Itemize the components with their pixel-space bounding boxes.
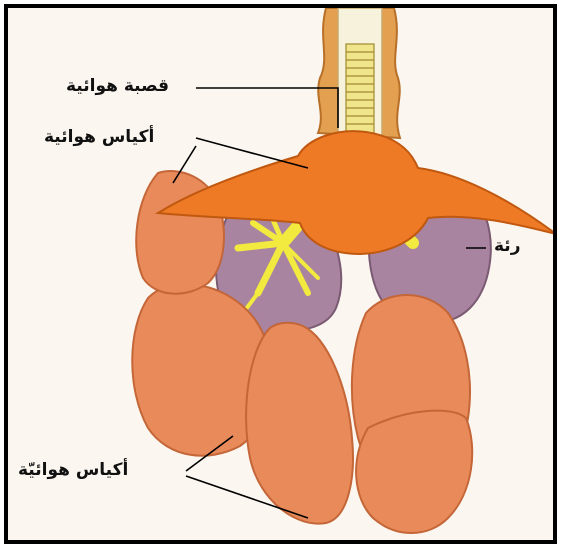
diagram-frame: قصبة هوائية أكياس هوائية رئة أكياس هوائي… xyxy=(4,4,557,544)
air-sacs-top-label: أكياس هوائية xyxy=(44,127,154,147)
trachea-rings xyxy=(346,44,374,134)
lung-label: رئة xyxy=(494,236,520,256)
lower-right-air-sac-2 xyxy=(356,411,472,533)
air-sacs-bottom-label: أكياس هوائيّة xyxy=(18,460,128,480)
lower-middle-air-sac xyxy=(246,323,353,524)
trachea-label: قصبة هوائية xyxy=(66,76,169,96)
